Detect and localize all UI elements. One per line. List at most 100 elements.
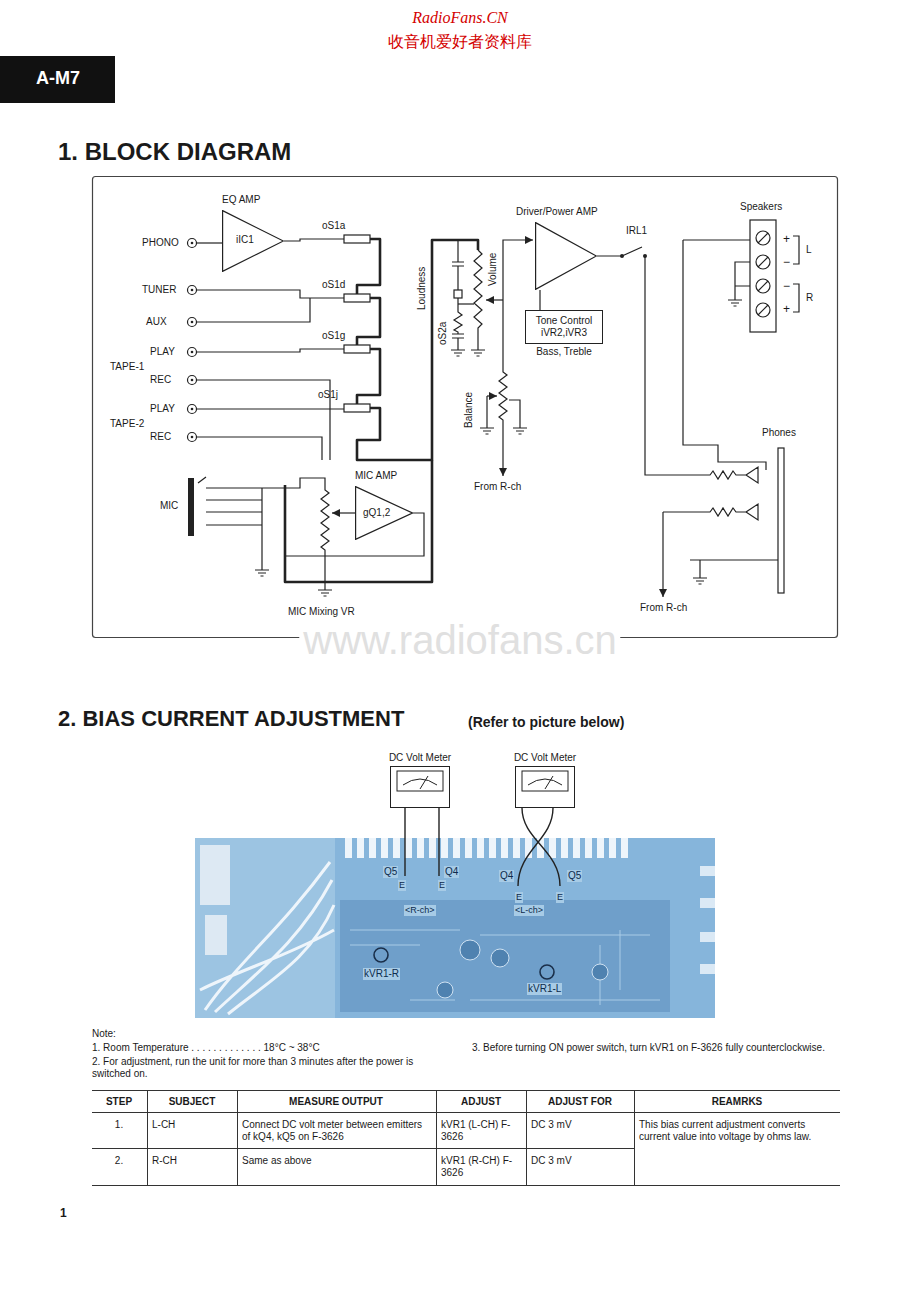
switch-name: oS2a <box>437 322 449 345</box>
input-name: AUX <box>146 316 167 328</box>
part-name: Phones <box>762 427 796 439</box>
part-number: gQ1,2 <box>363 507 390 519</box>
amplifier-heading: Driver/Power AMP <box>516 206 598 218</box>
switch-name: oS1j <box>318 389 338 401</box>
box-text: Tone Control iVR2,iVR3 <box>530 315 598 339</box>
board-photo <box>573 838 580 858</box>
jack-dot <box>191 351 194 354</box>
switch-name: oS1g <box>322 330 345 342</box>
board-photo <box>513 838 520 858</box>
signal-wire <box>452 298 464 350</box>
switch-name: oS1d <box>322 279 345 291</box>
main-signal-bus <box>285 239 478 582</box>
part-name: Loudness <box>416 267 428 310</box>
input-name: PLAY <box>150 403 175 415</box>
input-jack <box>188 286 197 295</box>
channel-name: <L-ch> <box>514 905 544 916</box>
signal-wire <box>197 437 322 460</box>
speaker-terminal <box>750 220 776 332</box>
channel-name: L <box>806 244 812 256</box>
input-name: MIC <box>160 500 178 512</box>
table-cell: 2. <box>115 1155 123 1167</box>
board-photo <box>200 862 334 1014</box>
jack-dot <box>191 436 194 439</box>
diagram-frame <box>93 177 838 638</box>
meter-heading: DC Volt Meter <box>514 752 576 764</box>
main-signal-bus <box>357 349 380 404</box>
input-jack <box>188 348 197 357</box>
meter-box: DC Volt Meter <box>390 766 450 808</box>
board-photo <box>700 898 715 908</box>
signal-wire <box>197 290 344 298</box>
relay-contact <box>620 254 624 258</box>
signal-wire <box>509 400 520 428</box>
signal-wire <box>284 239 344 241</box>
main-signal-bus <box>357 239 380 294</box>
watermark: RadioFans.CN <box>412 8 508 27</box>
part-name: kVR1-R <box>363 968 400 980</box>
channel-name: R <box>806 292 813 304</box>
board-photo <box>200 845 230 905</box>
table-header: ADJUST FOR <box>548 1096 612 1108</box>
diagram-frame <box>93 177 838 638</box>
switch-name: oS1a <box>322 220 345 232</box>
ground-symbol <box>471 350 485 356</box>
table-cell: This bias current adjustment converts cu… <box>639 1119 837 1143</box>
ground-symbol <box>693 578 707 584</box>
table-cell: 1. <box>115 1119 123 1131</box>
signal-wire <box>197 242 222 243</box>
meter-face <box>516 767 574 793</box>
signal-wire <box>499 300 507 476</box>
jack-dot <box>191 408 194 411</box>
board-photo <box>540 965 554 979</box>
input-name: PHONO <box>142 237 179 249</box>
part-name: Q4 <box>499 870 514 882</box>
ground-symbol <box>451 350 465 356</box>
note-text: 2. For adjustment, run the unit for more… <box>92 1056 437 1080</box>
jack-dot <box>191 289 194 292</box>
speaker-terminal <box>758 233 768 315</box>
board-photo <box>460 940 480 960</box>
board-photo <box>441 838 448 858</box>
signal-wire <box>793 236 799 312</box>
terminal-sign: − <box>783 279 790 293</box>
board-photo <box>621 838 628 858</box>
table-cell: kVR1 (R-CH) F-3626 <box>441 1155 523 1179</box>
signal-wire <box>690 560 778 578</box>
selector-switch <box>344 404 370 412</box>
section-heading: 1. BLOCK DIAGRAM <box>58 138 291 167</box>
signal-wire <box>662 512 663 597</box>
signal-name: From R-ch <box>474 481 521 493</box>
section-note: (Refer to picture below) <box>468 714 624 731</box>
terminal-sign: − <box>783 255 790 269</box>
pin-name: E <box>515 892 523 903</box>
board-photo <box>350 930 660 1005</box>
board-photo <box>585 838 592 858</box>
meter-probe-wire <box>518 808 553 886</box>
board-photo <box>405 838 412 858</box>
triangle-outline <box>223 211 284 272</box>
meter-face <box>397 771 443 791</box>
note-text: 3. Before turning ON power switch, turn … <box>472 1042 832 1054</box>
board-photo <box>700 866 715 876</box>
jack-dot <box>191 242 194 245</box>
amplifier-triangle: EQ AMPiIC1 <box>222 210 284 272</box>
meter-probe-wire <box>404 808 405 876</box>
signal-wire <box>197 408 344 409</box>
board-photo <box>393 838 400 858</box>
signal-wire <box>474 250 482 350</box>
jack-dot <box>191 379 194 382</box>
watermark: www.radiofans.cn <box>299 618 620 662</box>
board-photo <box>465 838 472 858</box>
meter-face <box>545 776 553 789</box>
part-name: Speakers <box>740 201 782 213</box>
signal-wire <box>197 298 310 322</box>
box-caption: Bass, Treble <box>536 346 592 358</box>
ground-symbol <box>255 300 742 596</box>
board-photo <box>477 838 484 858</box>
board-photo <box>345 838 628 858</box>
amplifier-triangle: MIC AMPgQ1,2 <box>355 486 413 540</box>
relay-contact <box>620 254 647 258</box>
board-photo <box>561 838 568 858</box>
